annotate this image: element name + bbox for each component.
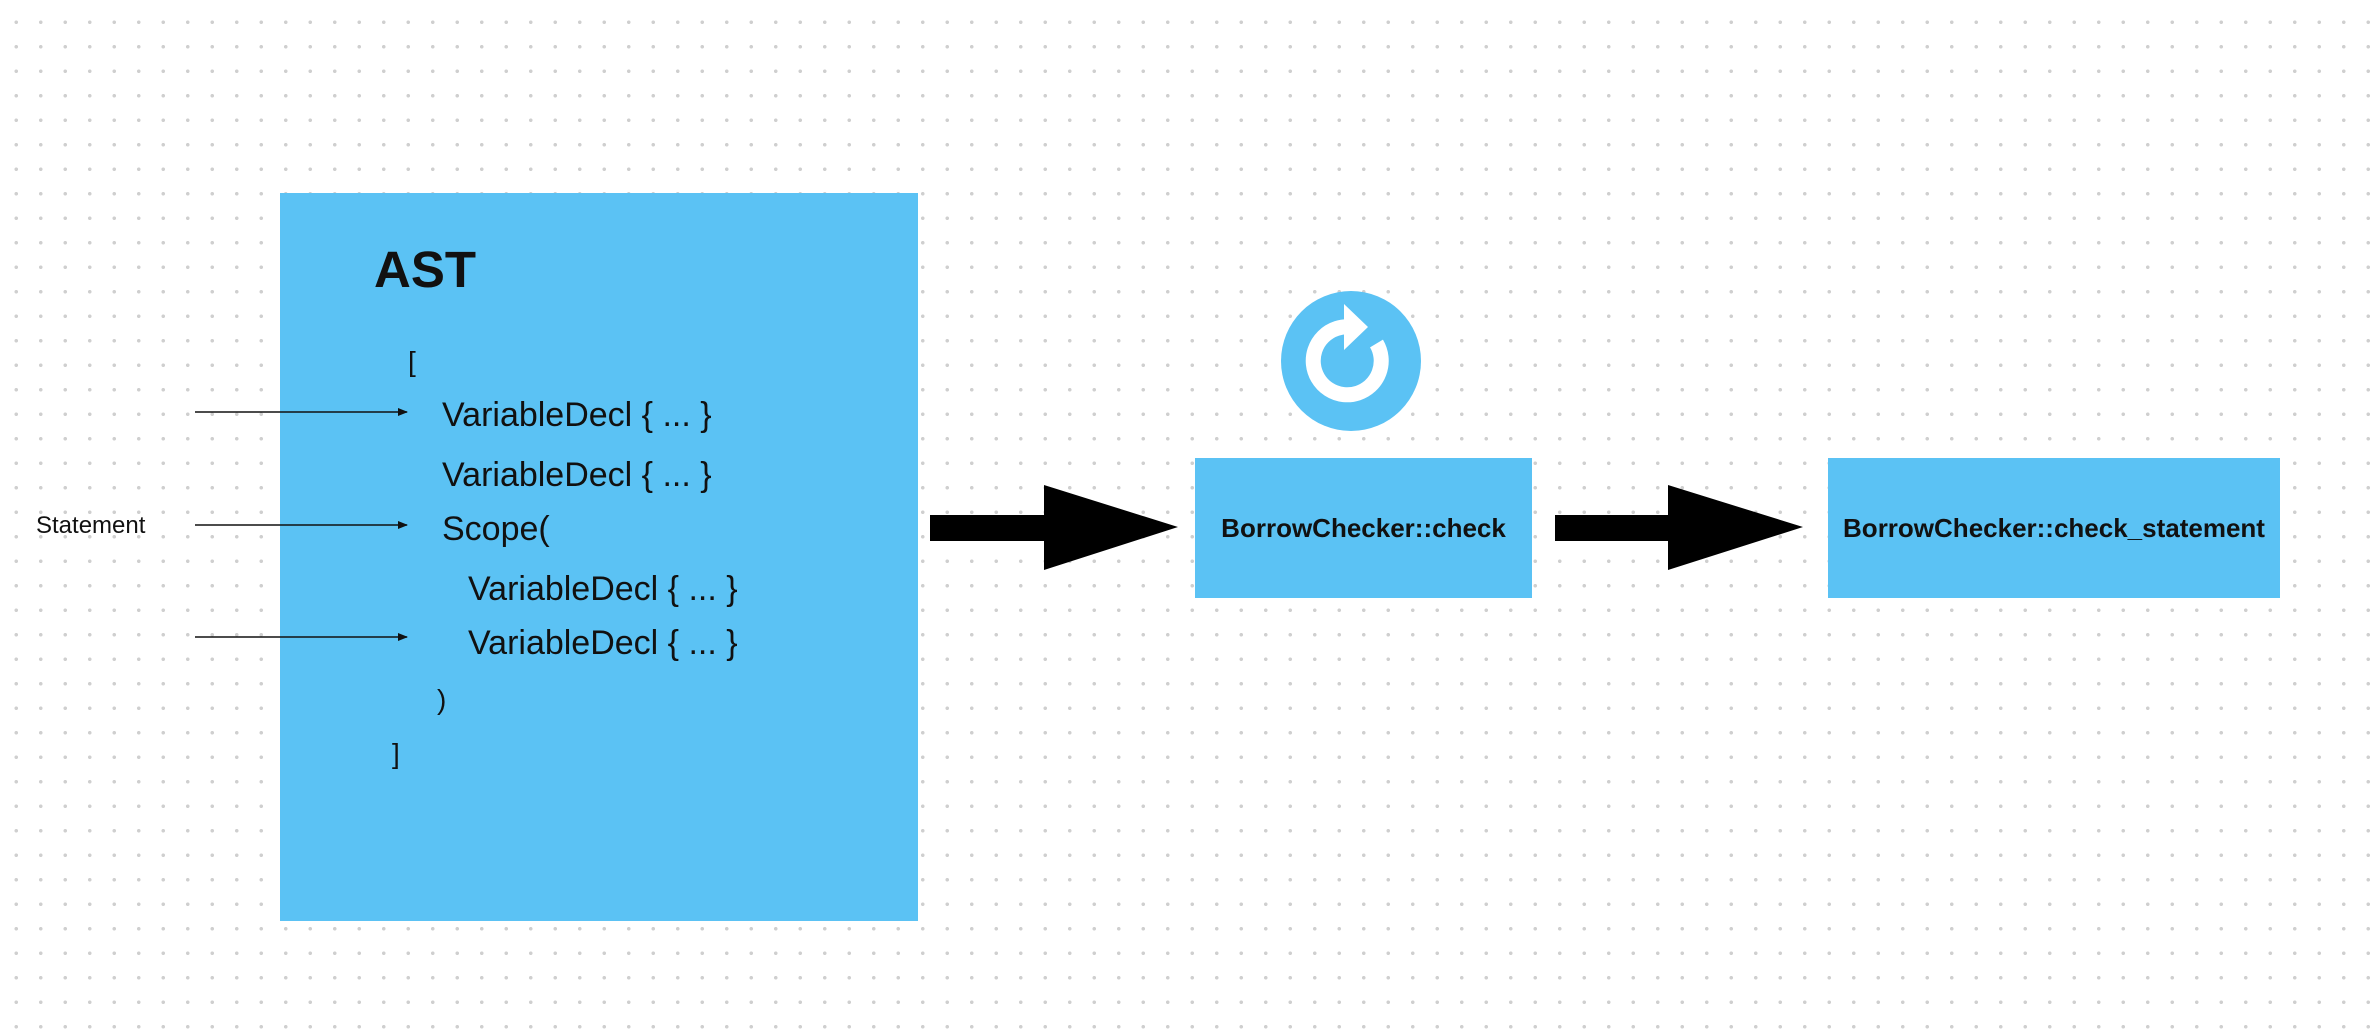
borrow-checker-check-statement-label: BorrowChecker::check_statement [1843, 512, 2265, 543]
loop-icon [1281, 291, 1421, 431]
statement-label: Statement [36, 512, 146, 539]
borrow-checker-check-label: BorrowChecker::check [1221, 512, 1506, 543]
ast-line-variable-decl-1: VariableDecl { ... } [442, 396, 712, 434]
ast-open-bracket: [ [408, 346, 416, 377]
ast-line-nested-variable-decl-2: VariableDecl { ... } [468, 624, 738, 662]
ast-line-nested-variable-decl-1: VariableDecl { ... } [468, 570, 738, 608]
borrow-checker-check-statement-box: BorrowChecker::check_statement [1828, 458, 2280, 598]
ast-line-scope-open: Scope( [442, 510, 550, 548]
ast-line-variable-decl-2: VariableDecl { ... } [442, 456, 712, 494]
flow-arrow-ast-to-check [930, 485, 1178, 570]
ast-title: AST [374, 241, 476, 298]
ast-box [280, 193, 918, 921]
flow-arrow-check-to-check-statement [1555, 485, 1803, 570]
ast-line-scope-close: ) [437, 684, 447, 715]
ast-close-bracket: ] [392, 738, 400, 769]
borrow-checker-check-box: BorrowChecker::check [1195, 458, 1532, 598]
